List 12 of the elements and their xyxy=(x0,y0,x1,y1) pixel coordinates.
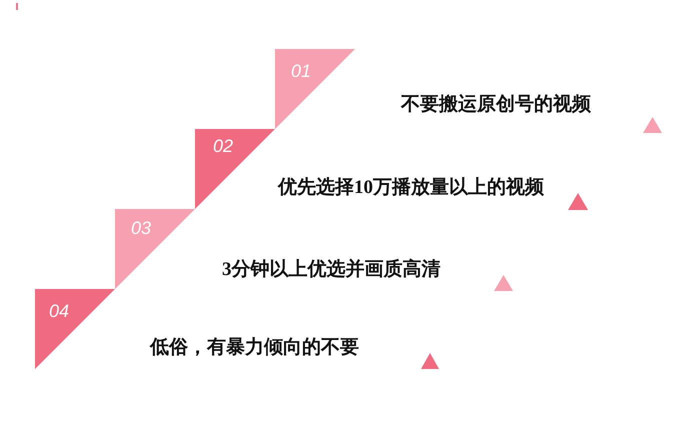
step-description: 优先选择10万播放量以上的视频 xyxy=(278,177,544,200)
step-triangle xyxy=(275,49,355,129)
step-description: 低俗，有暴力倾向的不要 xyxy=(150,337,359,360)
step-description: 3分钟以上优选并画质高清 xyxy=(222,259,440,282)
step-description: 不要搬运原创号的视频 xyxy=(401,94,591,117)
step-number: 01 xyxy=(291,62,312,80)
step-triangle xyxy=(195,129,275,209)
step-triangle xyxy=(35,289,115,369)
step-triangle xyxy=(115,209,195,289)
step-number: 03 xyxy=(131,219,152,237)
step-number: 04 xyxy=(49,302,70,320)
step-number: 02 xyxy=(213,137,234,155)
